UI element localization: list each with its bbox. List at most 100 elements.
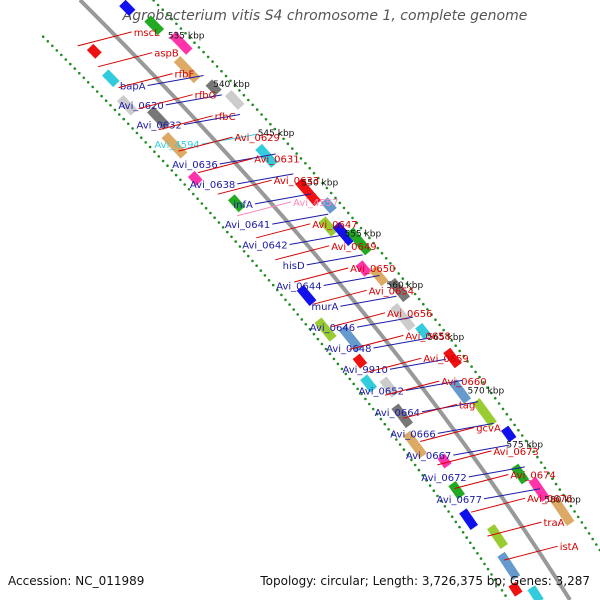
gene-feature[interactable] — [102, 69, 120, 88]
gene-label-right[interactable]: rfbG — [195, 91, 217, 102]
gene-label-left[interactable]: Avi_0666 — [390, 429, 435, 440]
gene-feature[interactable] — [295, 178, 322, 207]
gene-feature[interactable] — [86, 43, 102, 59]
gene-feature[interactable] — [391, 403, 414, 429]
gene-feature[interactable] — [388, 277, 411, 303]
gene-feature[interactable] — [497, 551, 521, 581]
gene-feature[interactable] — [346, 227, 372, 256]
gene-feature[interactable] — [508, 581, 523, 597]
gene-feature[interactable] — [449, 379, 472, 404]
gene-feature[interactable] — [318, 216, 338, 237]
inner-tick-dot — [264, 118, 268, 121]
gene-label-right[interactable]: Avi_0647 — [312, 220, 357, 231]
inner-tick-dot — [565, 499, 569, 502]
gene-label-left[interactable]: Avi_0620 — [118, 101, 163, 112]
gene-feature[interactable] — [169, 31, 193, 55]
gene-feature[interactable] — [224, 89, 245, 111]
gene-label-left[interactable]: Avi_0642 — [242, 241, 287, 252]
gene-feature[interactable] — [314, 317, 337, 342]
gene-label-right[interactable]: istA — [560, 542, 579, 553]
gene-label-right[interactable]: mscL — [134, 28, 160, 39]
gene-label-right[interactable]: gcvA — [476, 424, 501, 435]
gene-feature[interactable] — [332, 221, 355, 246]
gene-feature[interactable] — [205, 79, 222, 96]
gene-feature[interactable] — [338, 324, 364, 353]
gene-label-left[interactable]: Avi_9910 — [342, 365, 387, 376]
outer-tick-dot — [135, 131, 139, 135]
leader-line — [405, 379, 463, 391]
gene-feature[interactable] — [472, 398, 497, 427]
gene-label-right[interactable]: Avi_4557 — [293, 198, 338, 209]
gene-feature[interactable] — [173, 55, 201, 84]
gene-label-right[interactable]: rfbF — [175, 70, 195, 81]
outer-tick-dot — [192, 192, 195, 196]
gene-feature[interactable] — [527, 585, 544, 600]
gene-feature[interactable] — [437, 453, 452, 469]
leader-line — [357, 316, 414, 328]
gene-label-left[interactable]: Avi_0644 — [276, 282, 321, 293]
gene-label-left[interactable]: Avi_0672 — [421, 473, 466, 484]
inner-tick-dot — [317, 176, 320, 180]
gene-label-left[interactable]: Avi_0667 — [406, 451, 451, 462]
gene-feature[interactable] — [146, 106, 171, 130]
gene-label-right[interactable]: Avi_0676 — [527, 494, 572, 505]
gene-label-right[interactable]: Avi_0656 — [387, 309, 432, 320]
inner-tick-dot — [517, 428, 520, 432]
gene-feature[interactable] — [443, 347, 462, 369]
gene-label-right[interactable]: Avi_0673 — [493, 447, 538, 458]
gene-label-right[interactable]: Avi_0631 — [254, 155, 299, 166]
outer-tick-dot — [64, 58, 68, 61]
gene-label-right[interactable]: Avi_0660 — [441, 377, 486, 388]
gene-label-left[interactable]: Avi_0648 — [326, 344, 371, 355]
gene-label-left[interactable]: Avi_0646 — [310, 323, 355, 334]
gene-feature[interactable] — [360, 374, 378, 393]
gene-label-left[interactable]: Avi_0632 — [136, 121, 181, 132]
gene-feature[interactable] — [144, 15, 165, 36]
gene-feature[interactable] — [550, 496, 575, 527]
gene-feature[interactable] — [116, 94, 138, 116]
gene-feature[interactable] — [390, 302, 416, 332]
gene-label-right[interactable]: Avi_0654 — [369, 286, 414, 297]
inner-tick-dot — [179, 27, 183, 30]
gene-feature[interactable] — [487, 524, 508, 550]
gene-label-right[interactable]: Avi_0649 — [331, 242, 376, 253]
gene-feature[interactable] — [355, 260, 372, 277]
gene-label-right[interactable]: tag — [459, 400, 475, 411]
gene-label-right[interactable]: Avi_0629 — [235, 133, 280, 144]
gene-feature[interactable] — [119, 0, 136, 17]
inner-tick-dot — [238, 89, 241, 92]
gene-label-left[interactable]: bapA — [120, 82, 146, 93]
gene-label-right[interactable]: Avi_0658 — [405, 331, 450, 342]
gene-feature[interactable] — [459, 508, 479, 530]
gene-label-left[interactable]: Avi_0638 — [190, 180, 235, 191]
gene-feature[interactable] — [448, 480, 466, 500]
gene-feature[interactable] — [500, 425, 517, 443]
gene-label-right[interactable]: traA — [544, 518, 565, 529]
gene-label-left[interactable]: Avi_0641 — [225, 220, 270, 231]
gene-label-right[interactable]: Avi_0659 — [423, 354, 468, 365]
gene-label-left[interactable]: murA — [311, 302, 338, 313]
gene-feature[interactable] — [187, 170, 203, 186]
gene-feature[interactable] — [415, 322, 431, 340]
gene-feature[interactable] — [403, 430, 427, 459]
gene-label-right[interactable]: Avi_0650 — [350, 264, 395, 275]
gene-label-right[interactable]: Avi_0633 — [274, 176, 319, 187]
gene-label-left[interactable]: hisD — [283, 261, 305, 272]
gene-label-left[interactable]: Avi_4594 — [154, 140, 199, 151]
gene-label-right[interactable]: Avi_0674 — [510, 471, 555, 482]
gene-label-right[interactable]: rfbC — [215, 112, 236, 123]
outer-tick-dot — [267, 279, 271, 282]
inner-tick-dot — [282, 137, 285, 141]
gene-label-left[interactable]: Avi_0652 — [359, 386, 404, 397]
gene-label-right[interactable]: aspB — [154, 49, 179, 60]
gene-label-left[interactable]: infA — [233, 200, 253, 211]
gene-feature[interactable] — [352, 353, 368, 369]
gene-feature[interactable] — [296, 284, 317, 306]
gene-label-left[interactable]: Avi_0664 — [375, 408, 420, 419]
gene-feature[interactable] — [227, 194, 246, 213]
inner-tick-dot — [355, 221, 359, 225]
gene-label-left[interactable]: Avi_0636 — [172, 160, 217, 171]
gene-label-left[interactable]: Avi_0677 — [437, 495, 482, 506]
gene-feature[interactable] — [320, 197, 337, 214]
gene-feature[interactable] — [161, 131, 188, 159]
